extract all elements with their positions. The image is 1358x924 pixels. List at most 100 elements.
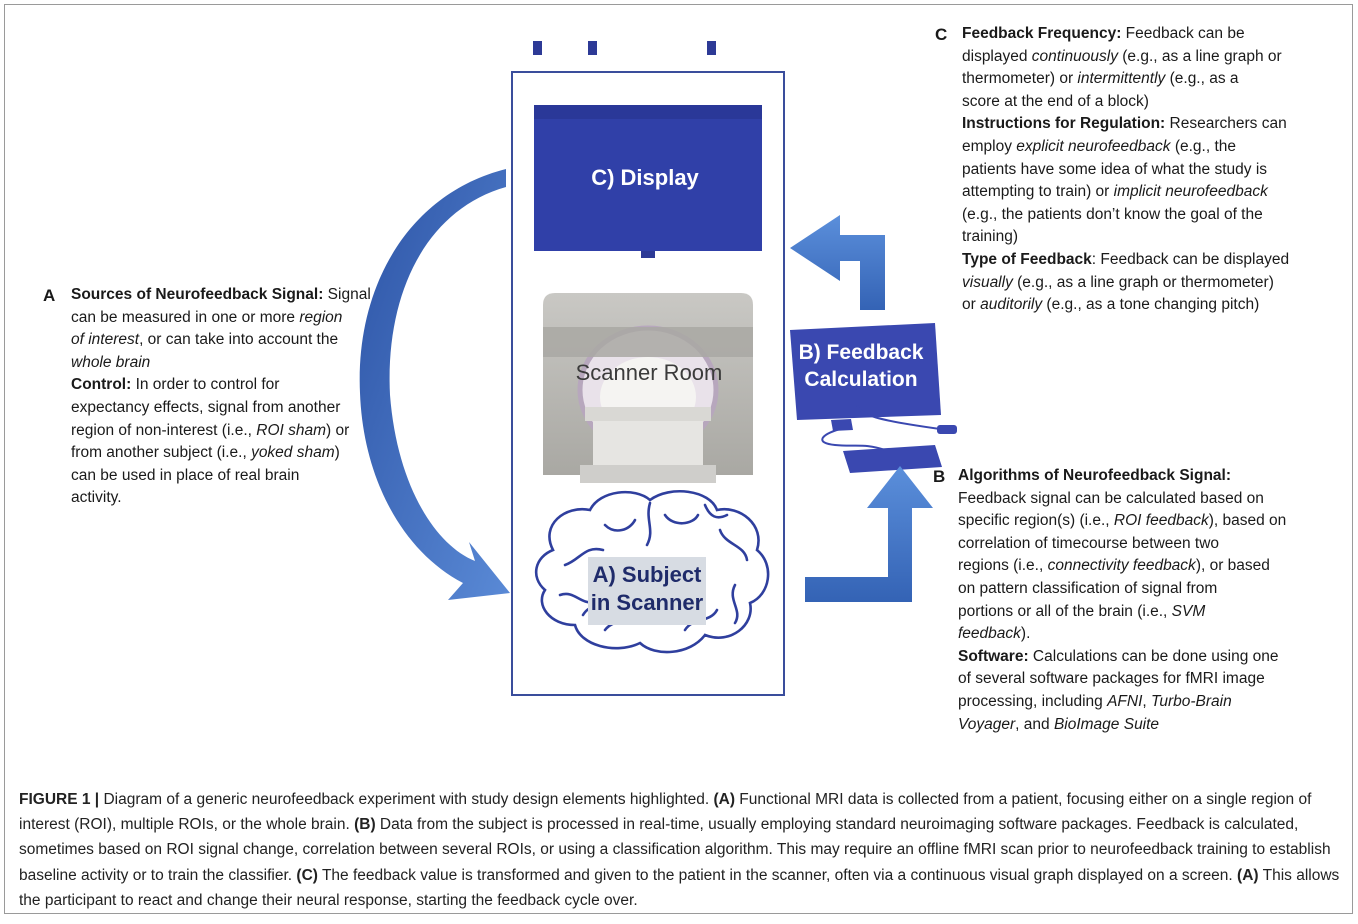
figure-label: FIGURE 1 | [19, 791, 100, 808]
section-c-text: Feedback Frequency: Feedback can be disp… [962, 23, 1342, 317]
feedback-label-line-1: B) Feedback [798, 341, 924, 364]
control-text-1: In order to control for [131, 376, 280, 394]
soft-text-5: , and [1015, 715, 1054, 733]
mri-scanner-icon [543, 293, 753, 483]
alg-em-4: feedback [958, 625, 1021, 643]
soft-em-3: Voyager [958, 715, 1016, 733]
caption-a-ref-1: (A) [713, 791, 735, 808]
instr-text-2: employ [962, 137, 1017, 155]
instr-em-1: explicit neurofeedback [1016, 137, 1171, 155]
section-b-letter: B [933, 467, 946, 486]
alg-text-8: portions or all of the brain (i.e., [958, 602, 1172, 620]
soft-text-3: processing, including [958, 692, 1108, 710]
sources-text-3: , or can take into account the [139, 331, 339, 349]
instr-text-3: (e.g., the [1170, 137, 1237, 155]
section-a-letter: A [43, 286, 56, 305]
sources-em-2: of interest [71, 331, 140, 349]
arrow-feedback-to-display [790, 215, 885, 310]
display-screen-icon [533, 41, 762, 258]
section-c-letter: C [935, 25, 948, 44]
control-text-7: can be used in place of real brain [71, 466, 300, 484]
subject-label-line-1: A) Subject [592, 562, 702, 587]
type-em-2: auditorily [980, 296, 1043, 314]
instr-text-5: attempting to train) or [962, 183, 1114, 201]
caption-text-2: Data from the subject is processed in re… [19, 816, 1331, 884]
caption-text-3: The feedback value is transformed and gi… [317, 866, 1238, 884]
computer-icon [790, 323, 957, 473]
freq-em-1: continuously [1031, 47, 1118, 65]
caption-text-1: Functional MRI data is collected from a … [19, 791, 1312, 834]
subject-label-box [588, 557, 706, 625]
control-text-5: from another subject (i.e., [71, 444, 252, 462]
soft-em-2: Turbo-Brain [1151, 692, 1232, 710]
algorithms-heading: Algorithms of Neurofeedback Signal: [958, 467, 1232, 484]
sources-em-1: region [299, 308, 343, 326]
freq-text-6: score at the end of a block) [962, 92, 1149, 110]
section-a-text: Sources of Neurofeedback Signal: Signal … [71, 284, 411, 510]
feedback-label-line-2: Calculation [804, 368, 918, 391]
soft-em-1: AFNI [1107, 692, 1143, 710]
control-text-6: ) [334, 444, 340, 462]
type-text-1: : Feedback can be displayed [1091, 250, 1290, 268]
control-text-8: activity. [71, 489, 122, 507]
control-text-3: region of non-interest (i.e., [71, 421, 257, 439]
freq-text-2: displayed [962, 47, 1032, 65]
instr-text-7: training) [962, 228, 1018, 246]
type-em-1: visually [962, 273, 1013, 291]
control-heading: Control: [71, 376, 132, 394]
alg-text-1: Feedback signal can be calculated based … [958, 489, 1264, 507]
soft-text-1: Calculations can be done using one [1028, 647, 1279, 665]
alg-text-7: on pattern classification of signal from [958, 579, 1218, 597]
alg-text-5: regions (i.e., [958, 557, 1048, 575]
arrow-subject-to-feedback [805, 466, 933, 602]
control-em-2: yoked sham [251, 444, 335, 462]
sources-text-2: can be measured in one or more [71, 308, 300, 326]
instructions-heading: Instructions for Regulation: [962, 115, 1166, 133]
instr-text-4: patients have some idea of what the stud… [962, 160, 1268, 178]
instr-em-2: implicit neurofeedback [1113, 183, 1268, 201]
instr-text-1: Researchers can [1165, 115, 1287, 133]
freq-heading: Feedback Frequency: [962, 25, 1122, 42]
sources-text-1: Signal [323, 286, 371, 303]
type-text-4: (e.g., as a tone changing pitch) [1042, 296, 1260, 314]
freq-text-4: thermometer) or [962, 70, 1078, 88]
software-heading: Software: [958, 647, 1029, 665]
diagram-graphics [359, 41, 957, 696]
subject-label-line-2: in Scanner [590, 590, 704, 615]
caption-c-ref: (C) [296, 866, 318, 884]
type-text-2: (e.g., as a line graph or thermometer) [1012, 273, 1274, 291]
caption-a-ref-2: (A) [1237, 866, 1259, 884]
feedback-calculation-label: B) Feedback Calculation [791, 339, 931, 393]
sources-heading: Sources of Neurofeedback Signal: [71, 286, 324, 303]
soft-text-4: , [1142, 692, 1151, 710]
display-label: C) Display [591, 165, 699, 190]
type-heading: Type of Feedback [962, 250, 1092, 268]
control-em-1: ROI sham [256, 421, 327, 439]
caption-intro: Diagram of a generic neurofeedback exper… [99, 791, 714, 808]
freq-text-1: Feedback can be [1121, 25, 1245, 42]
alg-text-9: ). [1020, 625, 1031, 643]
alg-em-2: connectivity feedback [1047, 557, 1196, 575]
instr-text-6: (e.g., the patients don’t know the goal … [962, 205, 1263, 223]
control-text-4: ) or [326, 421, 350, 439]
figure-frame: C) Display Scanner Room A) Subject in Sc… [4, 4, 1353, 914]
scanner-room-label: Scanner Room [575, 360, 723, 385]
section-b-text: Algorithms of Neurofeedback Signal: Feed… [958, 465, 1343, 736]
soft-text-2: of several software packages for fMRI im… [958, 670, 1265, 688]
freq-em-2: intermittently [1077, 70, 1166, 88]
alg-em-1: ROI feedback [1113, 512, 1209, 530]
sources-em-3: whole brain [71, 353, 151, 371]
caption-b-ref: (B) [354, 816, 376, 834]
central-frame [511, 71, 785, 696]
alg-text-4: correlation of timecourse between two [958, 534, 1220, 552]
subject-label: A) Subject in Scanner [588, 561, 706, 617]
alg-em-3: SVM [1171, 602, 1206, 620]
control-text-2: expectancy effects, signal from another [71, 398, 341, 416]
soft-em-4: BioImage Suite [1053, 715, 1160, 733]
freq-text-5: (e.g., as a [1165, 70, 1239, 88]
type-text-3: or [962, 296, 981, 314]
alg-text-2: specific region(s) (i.e., [958, 512, 1114, 530]
caption-text-4: This allows the participant to react and… [19, 866, 1340, 909]
arrow-display-to-subject [359, 169, 510, 600]
freq-text-3: (e.g., as a line graph or [1117, 47, 1282, 65]
